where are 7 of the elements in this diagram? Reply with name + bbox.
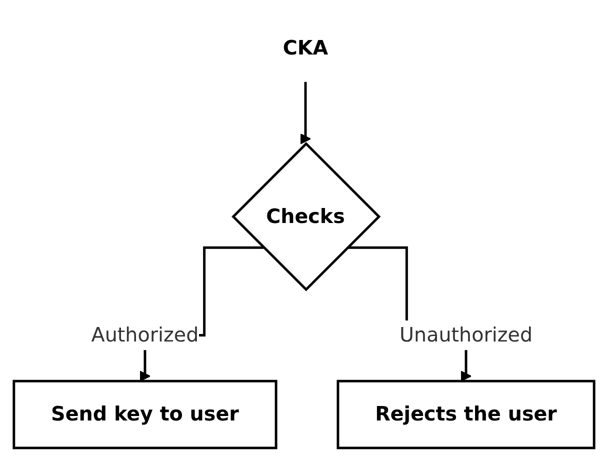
node-diamond: Checks	[232, 142, 381, 291]
edge-label: Unauthorized	[400, 322, 533, 346]
node-box: Rejects the user	[336, 379, 596, 449]
arrow	[300, 80, 311, 144]
node-text: CKA	[282, 36, 328, 60]
node-box: Send key to user	[12, 379, 278, 449]
edge-label: Authorized	[91, 322, 199, 346]
